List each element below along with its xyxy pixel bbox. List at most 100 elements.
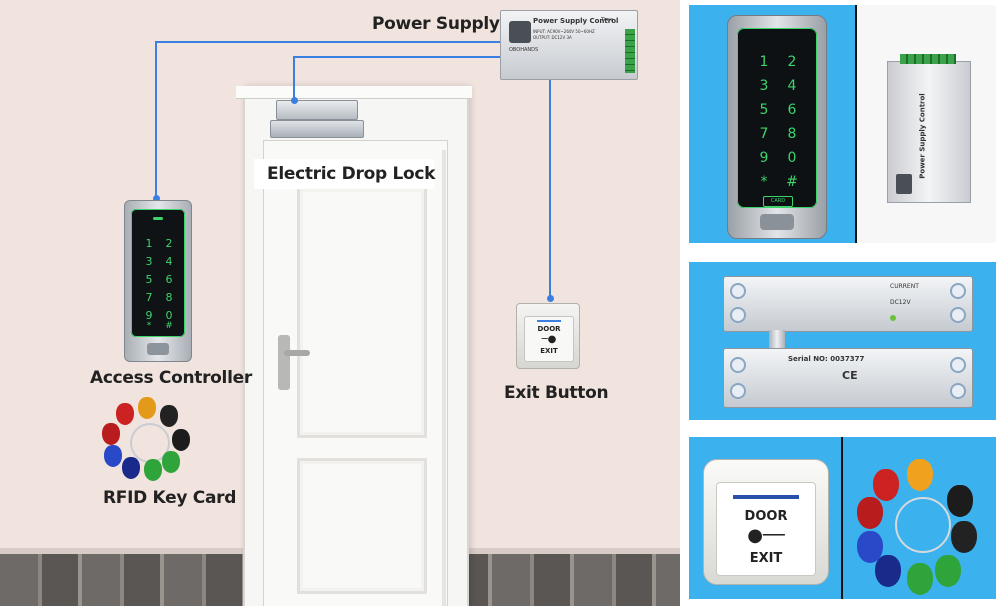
key-large-6[interactable]: 6 [787, 102, 797, 118]
fob-large-black [947, 485, 973, 517]
key-5[interactable]: 5 [145, 273, 153, 286]
panel3-divider [841, 437, 843, 599]
ps-rot-title: Power Supply Control [918, 93, 927, 179]
lock-hole-1 [730, 283, 746, 299]
power-supply-rotated: Power Supply Control [887, 54, 971, 203]
exit-button-door-text: DOOR [537, 325, 561, 333]
drop-lock-device [276, 100, 358, 120]
wire-end-controller [153, 195, 160, 202]
fob-orange [138, 397, 156, 419]
door-header-molding [236, 86, 472, 99]
lock-ce-mark: CE [842, 369, 858, 382]
access-controller-device: 1 2 3 4 5 6 7 8 9 0 * # [124, 200, 192, 362]
fob-blue-dark [122, 457, 140, 479]
rfid-fob-cluster [100, 395, 200, 485]
wire-ps-to-lock-v [293, 56, 295, 101]
exit-large-exit-text: EXIT [749, 551, 783, 566]
key-7[interactable]: 7 [145, 291, 153, 304]
lock-hole-5 [730, 357, 746, 373]
label-rfid-key-card: RFID Key Card [103, 488, 237, 508]
ps-rot-logo-icon [896, 174, 912, 194]
fob-large-green [907, 563, 933, 595]
lock-hole-4 [950, 307, 966, 323]
key-large-7[interactable]: 7 [759, 126, 769, 142]
wire-end-exit [547, 295, 554, 302]
fob-large-red [857, 497, 883, 529]
lock-bottom-bar: Serial NO: 0037377 CE [723, 348, 973, 408]
key-large-2[interactable]: 2 [787, 54, 797, 70]
key-large-0[interactable]: 0 [787, 150, 797, 166]
panel-exit-fobs: DOOR ●── EXIT [689, 437, 996, 599]
main-scene: Power Supply Control OBOHANDS INPUT: AC9… [0, 0, 680, 606]
ps-input-line: INPUT: AC90V~260V 50~60HZ [533, 29, 595, 34]
key-large-9[interactable]: 9 [759, 150, 769, 166]
key-6[interactable]: 6 [165, 273, 173, 286]
keypad-large-reader [760, 214, 794, 230]
key-4[interactable]: 4 [165, 255, 173, 268]
exit-button-device: DOOR ─● EXIT [516, 303, 580, 369]
fob-green2 [162, 451, 180, 473]
door-lever [284, 350, 310, 356]
door-slab [263, 140, 448, 606]
ps-logo-icon [509, 21, 531, 43]
key-large-4[interactable]: 4 [787, 78, 797, 94]
fob-red-left [102, 423, 120, 445]
label-access-controller: Access Controller [90, 368, 252, 388]
key-large-8[interactable]: 8 [787, 126, 797, 142]
key-0[interactable]: 0 [165, 309, 173, 322]
rfid-fob-cluster-large [851, 455, 991, 595]
exit-button-large: DOOR ●── EXIT [703, 459, 829, 585]
fob-blue-left [104, 445, 122, 467]
fob-large-orange [907, 459, 933, 491]
key-hash[interactable]: # [165, 321, 173, 331]
ps-terminal-block [625, 29, 635, 73]
wire-end-lock [291, 97, 298, 104]
fob-red-top [116, 403, 134, 425]
keypad-large-screen: 1 2 3 4 5 6 7 8 9 0 * # CARD [737, 28, 817, 208]
key-large-star[interactable]: * [760, 174, 768, 190]
lock-led-icon [890, 315, 896, 321]
keypad-card-text: CARD [770, 198, 786, 204]
exit-button-exit-text: EXIT [540, 347, 558, 355]
key-icon: ─● [541, 334, 557, 345]
keypad-large: 1 2 3 4 5 6 7 8 9 0 * # CARD [727, 15, 827, 239]
ps-time-label: Time [601, 17, 614, 23]
fob-large-green2 [935, 555, 961, 587]
lock-hole-7 [950, 357, 966, 373]
lock-hole-6 [730, 383, 746, 399]
panel-divider [855, 5, 857, 243]
power-supply-device: Power Supply Control OBOHANDS INPUT: AC9… [500, 10, 638, 80]
wire-ps-to-controller-v [155, 41, 157, 198]
exit-button-face: DOOR ─● EXIT [524, 316, 574, 362]
exit-button-large-face: DOOR ●── EXIT [716, 482, 816, 576]
door-lower-panel [297, 458, 427, 594]
key-large-5[interactable]: 5 [759, 102, 769, 118]
label-electric-drop-lock: Electric Drop Lock [267, 164, 436, 184]
key-large-hash[interactable]: # [786, 174, 798, 190]
door-handle [278, 335, 290, 390]
fob-black-right [160, 405, 178, 427]
key-large-1[interactable]: 1 [759, 54, 769, 70]
lock-current-text: CURRENT [890, 283, 919, 290]
lock-hole-3 [950, 283, 966, 299]
keypad-led [153, 217, 163, 220]
fob-large-blue-dark [875, 555, 901, 587]
fob-black-right2 [172, 429, 190, 451]
fob-ring-large [895, 497, 951, 553]
key-star[interactable]: * [146, 321, 152, 331]
lock-serial-text: Serial NO: 0037377 [788, 355, 865, 363]
fob-large-red-top [873, 469, 899, 501]
exit-button-stripe [537, 320, 561, 322]
ps-rot-terminals [900, 54, 956, 64]
exit-button-large-stripe [733, 495, 799, 499]
ps-output-line: OUTPUT: DC12V 3A [533, 35, 572, 40]
lock-top-bar: CURRENT DC12V [723, 276, 973, 332]
keypad-screen: 1 2 3 4 5 6 7 8 9 0 * # [131, 209, 185, 337]
key-large-icon: ●── [747, 525, 785, 546]
key-large-3[interactable]: 3 [759, 78, 769, 94]
key-3[interactable]: 3 [145, 255, 153, 268]
key-9[interactable]: 9 [145, 309, 153, 322]
key-8[interactable]: 8 [165, 291, 173, 304]
key-1[interactable]: 1 [145, 237, 153, 250]
key-2[interactable]: 2 [165, 237, 173, 250]
